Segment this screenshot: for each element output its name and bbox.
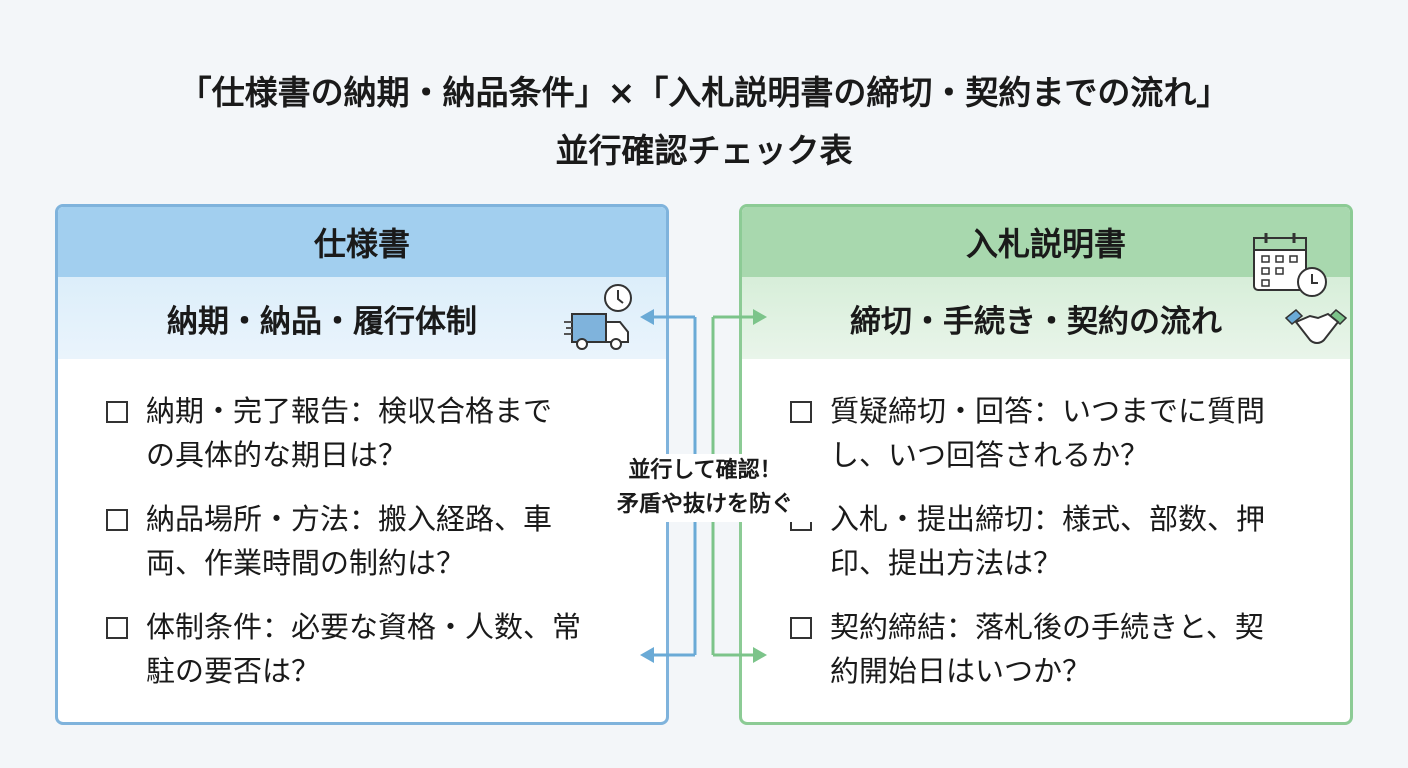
item-text: 入札・提出締切：様式、部数、押印、提出方法は？	[830, 502, 1266, 580]
calendar-clock-icon	[1253, 233, 1327, 297]
center-note-line-2: 矛盾や抜けを防ぐ	[616, 492, 793, 517]
checklist-item[interactable]: 体制条件：必要な資格・人数、常駐の要否は？	[106, 605, 666, 693]
checklist-item[interactable]: 入札・提出締切：様式、部数、押印、提出方法は？	[790, 497, 1350, 585]
spec-header: 仕様書	[58, 207, 666, 277]
checklist-item[interactable]: 質疑締切・回答：いつまでに質問し、いつ回答されるか？	[790, 389, 1350, 477]
spec-panel: 仕様書 納期・納品・履行体制 納期・完了報告：検収合格までの具体的な期日は？ 納…	[55, 204, 669, 725]
center-note: 並行して確認！ 矛盾や抜けを防ぐ	[590, 454, 820, 522]
title-line-2: 並行確認チェック表	[555, 131, 853, 170]
checkbox[interactable]	[790, 401, 812, 423]
bid-subheader: 締切・手続き・契約の流れ	[742, 277, 1350, 359]
bid-subheader-text: 締切・手続き・契約の流れ	[850, 303, 1222, 340]
checklist-item[interactable]: 納品場所・方法：搬入経路、車両、作業時間の制約は？	[106, 497, 666, 585]
delivery-truck-clock-icon	[564, 284, 632, 350]
checkbox[interactable]	[106, 617, 128, 639]
item-text: 納期・完了報告：検収合格までの具体的な期日は？	[146, 394, 553, 472]
checklist-item[interactable]: 納期・完了報告：検収合格までの具体的な期日は？	[106, 389, 666, 477]
bid-header: 入札説明書	[742, 207, 1350, 277]
item-text: 質疑締切・回答：いつまでに質問し、いつ回答されるか？	[830, 394, 1266, 472]
spec-subheader: 納期・納品・履行体制	[58, 277, 666, 359]
checkbox[interactable]	[790, 617, 812, 639]
item-text: 契約締結：落札後の手続きと、契約開始日はいつか？	[830, 610, 1264, 688]
item-text: 体制条件：必要な資格・人数、常駐の要否は？	[146, 610, 582, 688]
title-line-1: 「仕様書の納期・納品条件」×「入札説明書の締切・契約までの流れ」	[178, 73, 1230, 112]
spec-subheader-text: 納期・納品・履行体制	[167, 303, 477, 340]
checkbox[interactable]	[106, 509, 128, 531]
center-note-line-1: 並行して確認！	[628, 458, 782, 483]
handshake-icon	[1284, 308, 1348, 344]
checkbox[interactable]	[106, 401, 128, 423]
bid-panel: 入札説明書 締切・手続き・契約の流れ 質疑締切・回答：いつまでに質問し、いつ回答…	[739, 204, 1353, 725]
item-text: 納品場所・方法：搬入経路、車両、作業時間の制約は？	[146, 502, 553, 580]
checklist-item[interactable]: 契約締結：落札後の手続きと、契約開始日はいつか？	[790, 605, 1350, 693]
